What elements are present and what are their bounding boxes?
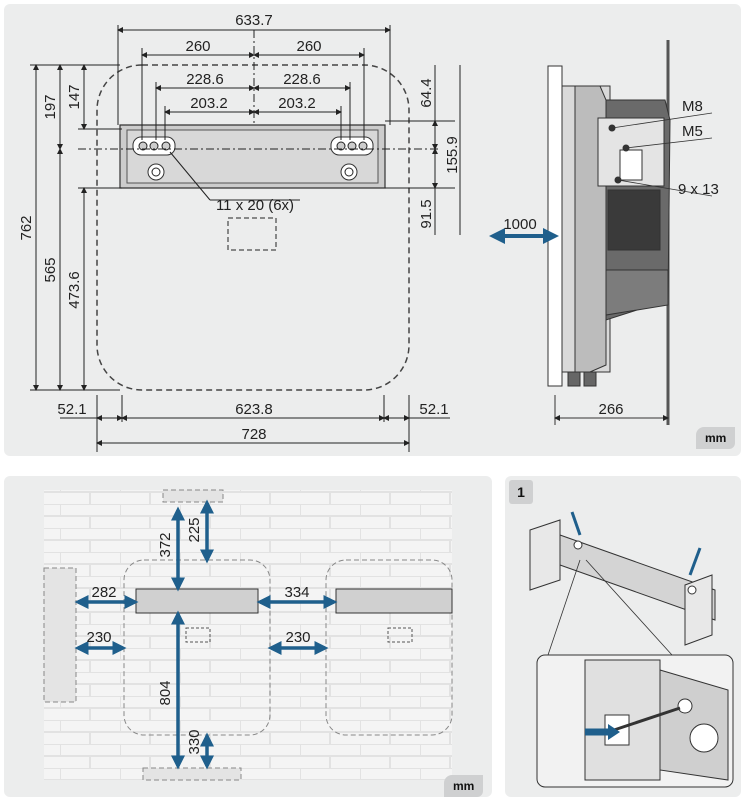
side-view [489,40,713,425]
dim-label: 623.8 [235,401,273,418]
unit-badge: mm [444,775,484,797]
dim-label: 260 [296,38,321,55]
dim-label: 330 [186,729,203,754]
clearance-view [43,489,453,781]
dim-label: 565 [42,257,59,282]
dim-label: 804 [157,680,174,705]
dim-label: 473.6 [66,271,83,309]
dim-label: 203.2 [190,95,228,112]
unit-badge: mm [696,427,736,449]
clearance-label: 1000 [503,216,536,233]
dim-label: 147 [66,84,83,109]
dim-label: 762 [18,215,35,240]
dim-label: 282 [91,584,116,601]
bracket-right [335,588,453,614]
dim-label: 203.2 [278,95,316,112]
dim-label: 197 [42,94,59,119]
hole-label: 11 x 20 (6x) [216,197,294,214]
dim-label: 633.7 [235,12,273,29]
mounting-illustration [529,511,734,788]
brick-wall [44,490,452,780]
dim-label: 64.4 [418,78,435,107]
dim-label: 230 [86,629,111,646]
front-view [30,25,461,452]
bolt-label-m5: M5 [682,123,703,140]
clearance-labels: 372 225 282 334 230 230 804 330 [86,517,310,754]
dim-label: 728 [241,426,266,443]
dim-label: 372 [157,532,174,557]
bracket-left [135,588,259,614]
dim-label: 52.1 [57,401,86,418]
dim-label: 91.5 [418,199,435,228]
front-view-labels: 633.7 260 260 228.6 228.6 203.2 203.2 62… [18,12,461,443]
dim-label: 225 [186,517,203,542]
side-view-labels: M8 M5 9 x 13 1000 266 [503,98,719,418]
dim-label: 260 [185,38,210,55]
slot-label: 9 x 13 [678,181,719,198]
dim-label: 228.6 [283,71,321,88]
display-outline [227,217,277,251]
dim-label: 155.9 [444,136,461,174]
dim-label: 230 [285,629,310,646]
dim-label: 52.1 [419,401,448,418]
bolt-label-m8: M8 [682,98,703,115]
inverter-outline [96,64,410,391]
step-number-badge: 1 [509,480,533,504]
dim-label: 228.6 [186,71,224,88]
dim-label: 334 [284,584,309,601]
depth-label: 266 [598,401,623,418]
